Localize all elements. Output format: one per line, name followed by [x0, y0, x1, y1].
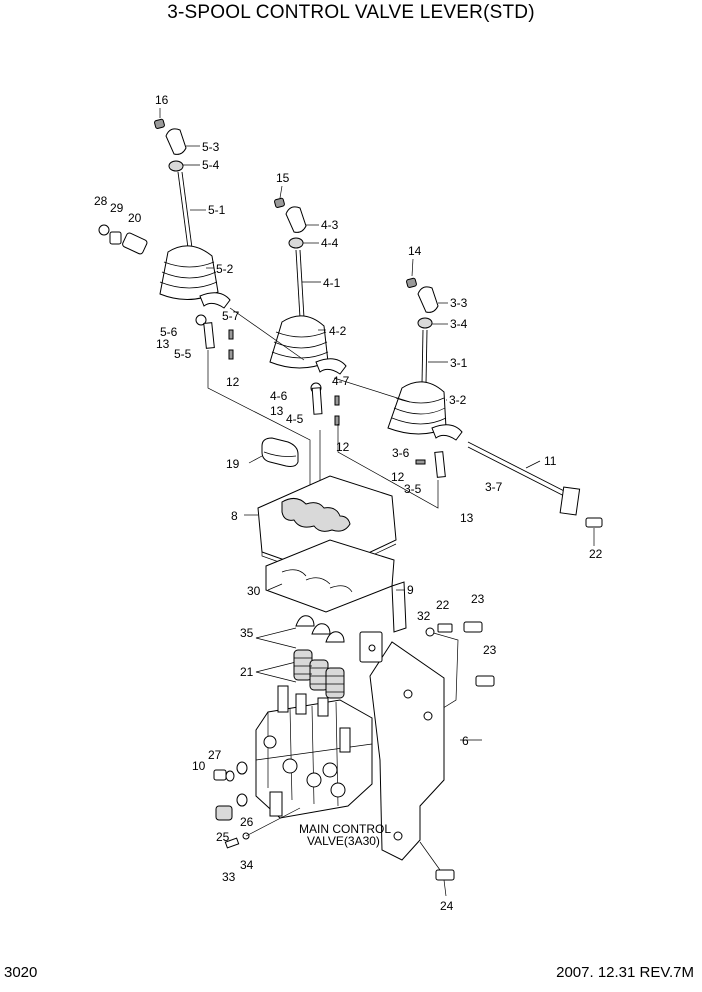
page-number: 3020 — [4, 964, 38, 981]
callout-21: 21 — [240, 665, 254, 679]
callout-13c: 13 — [460, 511, 474, 525]
callout-3-1: 3-1 — [450, 356, 468, 370]
callout-5-3: 5-3 — [202, 140, 220, 154]
lever-assembly-4 — [269, 197, 347, 426]
callout-8: 8 — [231, 509, 238, 523]
callout-33: 33 — [222, 870, 236, 884]
callout-5-7: 5-7 — [222, 309, 240, 323]
callout-34: 34 — [240, 858, 254, 872]
callout-22a: 22 — [589, 547, 603, 561]
callout-24: 24 — [440, 899, 454, 913]
callout-3-5: 3-5 — [404, 482, 422, 496]
callout-3-4: 3-4 — [450, 317, 468, 331]
callout-25: 25 — [216, 830, 230, 844]
annotation-line-1: MAIN CONTROL — [299, 822, 391, 836]
callout-4-4: 4-4 — [321, 236, 339, 250]
callout-leaders — [159, 108, 595, 897]
mounting-plate-6 — [359, 631, 445, 871]
callout-4-3: 4-3 — [321, 218, 339, 232]
main-control-valve — [255, 685, 373, 819]
callout-15: 15 — [276, 171, 290, 185]
callout-20: 20 — [128, 211, 142, 225]
callout-23a: 23 — [471, 592, 485, 606]
dust-boot-19 — [261, 437, 299, 467]
annotation-line-2: VALVE(3A30) — [307, 834, 380, 848]
callout-28: 28 — [94, 194, 108, 208]
revision-date: 2007. 12.31 REV.7M — [556, 964, 694, 981]
callout-4-7: 4-7 — [332, 374, 350, 388]
callout-13b: 13 — [270, 404, 284, 418]
callout-13a: 13 — [156, 337, 170, 351]
callout-12a: 12 — [226, 375, 240, 389]
callout-32: 32 — [417, 609, 431, 623]
callout-3-6: 3-6 — [392, 446, 410, 460]
callout-14: 14 — [408, 244, 422, 258]
callout-16: 16 — [155, 93, 169, 107]
callout-5-6: 5-6 — [160, 325, 178, 339]
callout-6: 6 — [462, 734, 469, 748]
callout-19: 19 — [226, 457, 240, 471]
callout-3-7: 3-7 — [485, 480, 503, 494]
callout-11: 11 — [544, 454, 557, 468]
callout-5-1: 5-1 — [208, 203, 226, 217]
callout-4-1: 4-1 — [323, 276, 341, 290]
caps-35 — [295, 615, 345, 643]
callout-12c: 12 — [391, 470, 405, 484]
callout-12b: 12 — [336, 440, 350, 454]
lever-assembly-5 — [98, 118, 234, 360]
callout-29: 29 — [110, 201, 124, 215]
callout-5-4: 5-4 — [202, 158, 220, 172]
fittings — [213, 621, 495, 881]
callout-26: 26 — [240, 815, 254, 829]
callout-35: 35 — [240, 626, 254, 640]
callout-labels: 16 5-3 5-4 28 29 20 5-1 15 4-3 4-4 5-2 1… — [94, 93, 603, 913]
page-title: 3-SPOOL CONTROL VALVE LEVER(STD) — [167, 2, 535, 23]
callout-4-2: 4-2 — [329, 324, 347, 338]
callout-4-5: 4-5 — [286, 412, 304, 426]
callout-5-2: 5-2 — [216, 262, 234, 276]
callout-10: 10 — [192, 759, 206, 773]
lever-assembly-3 — [387, 277, 603, 528]
seals-21 — [293, 649, 345, 699]
callout-27: 27 — [208, 748, 222, 762]
callout-22b: 22 — [436, 598, 450, 612]
callout-3-2: 3-2 — [449, 393, 467, 407]
callout-30: 30 — [247, 584, 261, 598]
bracket-30-9 — [265, 539, 407, 633]
callout-23b: 23 — [483, 643, 497, 657]
callout-4-6: 4-6 — [270, 389, 288, 403]
callout-9: 9 — [407, 583, 414, 597]
callout-5-5: 5-5 — [174, 347, 192, 361]
callout-3-3: 3-3 — [450, 296, 468, 310]
